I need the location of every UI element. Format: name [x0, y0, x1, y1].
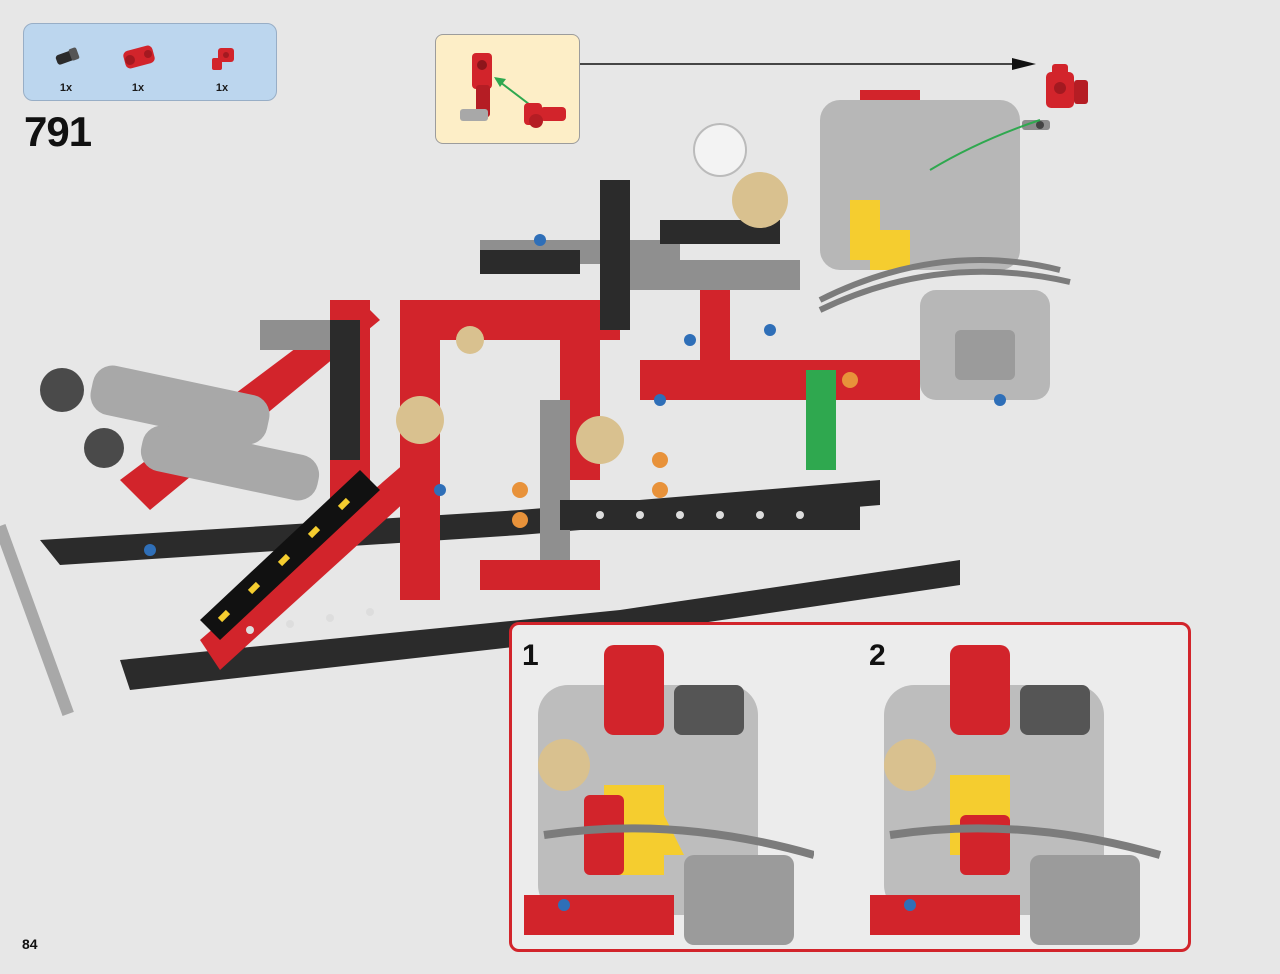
substep-1-label: 1 [522, 639, 539, 672]
black-pin-icon [55, 47, 80, 65]
step-number: 791 [24, 108, 92, 155]
placement-arrow [580, 58, 1088, 130]
part-item-1: 1x [36, 38, 96, 98]
subassembly-callout [435, 34, 580, 144]
red-axle-pin-icon [212, 48, 234, 70]
red-cross-block-icon [123, 45, 155, 69]
substep-2-label: 2 [869, 639, 886, 672]
page-number: 84 [22, 936, 38, 952]
part-qty: 1x [131, 82, 145, 94]
part-item-3: 1x [192, 38, 252, 98]
part-item-2: 1x [108, 38, 168, 98]
substep-2-image [870, 645, 1162, 945]
subassembly-image [460, 53, 566, 128]
part-qty: 1x [215, 82, 229, 94]
part-qty: 1x [59, 82, 73, 94]
parts-list-box: 1x 1x 1x [23, 23, 277, 101]
placed-part-icon [1022, 64, 1088, 130]
substep-1-image [524, 645, 814, 945]
substeps-inset: 1 2 [509, 622, 1191, 952]
